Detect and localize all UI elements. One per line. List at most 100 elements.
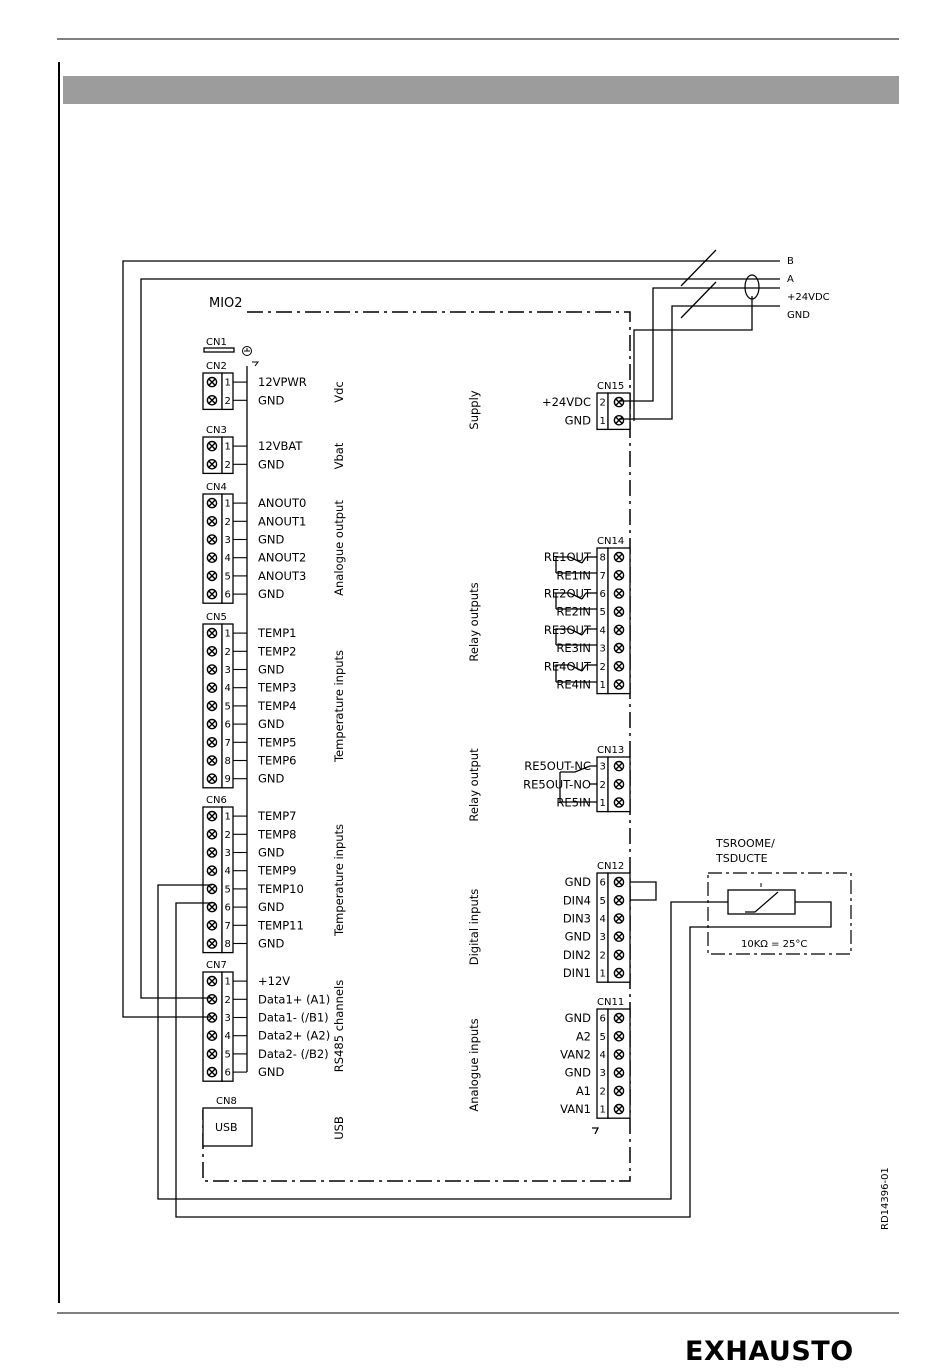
- pin-label: DIN4: [563, 893, 591, 907]
- sensor-name-line1: TSROOME/: [715, 837, 775, 850]
- external-wiring: [122, 249, 832, 1218]
- pin-number: 5: [600, 1032, 606, 1043]
- pin-number: 2: [225, 647, 231, 658]
- pin-number: 3: [600, 932, 606, 943]
- pin-number: 1: [225, 499, 231, 510]
- terminal-block: [607, 547, 631, 695]
- pin-label: Data2- (/B2): [258, 1047, 329, 1061]
- pin-label: GND: [565, 930, 592, 944]
- cn1-label: CN1: [206, 337, 227, 348]
- pin-number: 3: [225, 848, 231, 859]
- pin-number: 4: [600, 1050, 606, 1061]
- pin-number-strip: [596, 1008, 609, 1119]
- pin-label: VAN1: [560, 1102, 591, 1116]
- pin-label: GND: [258, 533, 285, 547]
- screw-terminal-icon: [206, 1066, 218, 1078]
- pin-label: TEMP2: [257, 644, 296, 658]
- pin-label: TEMP8: [257, 827, 296, 841]
- screw-terminal-icon: [206, 938, 218, 949]
- board-name: MIO2: [209, 296, 243, 311]
- pin-number-strip: [221, 971, 234, 1082]
- group-label: Analogue inputs: [467, 1018, 481, 1111]
- pin-label: GND: [258, 663, 285, 677]
- pin-label: GND: [258, 937, 285, 951]
- pin-number: 6: [225, 590, 231, 601]
- screw-terminal-icon: [613, 1103, 625, 1115]
- screw-terminal-icon: [206, 394, 218, 406]
- screw-terminal-icon: [613, 895, 625, 906]
- pin-number-strip: [221, 806, 234, 954]
- screw-terminal-icon: [613, 661, 625, 672]
- connector-name: CN4: [206, 482, 227, 493]
- cn8-label: CN8: [216, 1096, 237, 1107]
- screw-terminal-icon: [206, 627, 218, 639]
- pin-label: RE5OUT-NC: [524, 759, 591, 773]
- pin-number-strip: [221, 372, 234, 411]
- connector-cn14: CN148RE1OUT7RE1IN6RE2OUT5RE2IN4RE3OUT3RE…: [544, 536, 631, 695]
- pin-number: 4: [600, 914, 606, 925]
- pin-number: 5: [225, 571, 231, 582]
- screw-terminal-icon: [613, 414, 625, 426]
- pin-label: Data2+ (A2): [258, 1029, 330, 1043]
- pin-number: 8: [225, 939, 231, 950]
- pin-label: GND: [258, 1065, 285, 1079]
- screw-terminal-icon: [206, 664, 218, 675]
- connector-name: CN6: [206, 795, 227, 806]
- pin-label: GND: [258, 457, 285, 471]
- screw-terminal-icon: [613, 588, 625, 599]
- pin-label: ANOUT1: [258, 514, 306, 528]
- terminal-block: [202, 971, 223, 1082]
- pin-label: A2: [576, 1029, 591, 1043]
- group-label: Supply: [467, 390, 481, 429]
- pin-number: 6: [225, 903, 231, 914]
- pin-label: Data1+ (A1): [258, 992, 330, 1006]
- pin-number: 4: [600, 625, 606, 636]
- sensor-rating: 10KΩ = 25°C: [741, 939, 807, 950]
- screw-terminal-icon: [206, 718, 218, 730]
- screw-terminal-icon: [206, 865, 218, 877]
- pin-number: 9: [225, 774, 231, 785]
- screw-terminal-icon: [613, 931, 625, 943]
- screw-terminal-icon: [206, 975, 218, 987]
- screw-terminal-icon: [613, 949, 625, 961]
- pin-number: 2: [225, 396, 231, 407]
- pin-number: 4: [225, 1031, 231, 1042]
- pin-number: 6: [600, 589, 606, 600]
- group-label: USB: [332, 1116, 346, 1140]
- pin-label: TEMP10: [257, 882, 304, 896]
- screw-terminal-icon: [613, 1067, 625, 1078]
- screw-terminal-icon: [613, 642, 625, 654]
- screw-terminal-icon: [613, 760, 625, 772]
- screw-terminal-icon: [206, 497, 218, 509]
- screw-terminal-icon: [613, 1012, 625, 1024]
- screw-terminal-icon: [613, 1049, 625, 1060]
- screw-terminal-icon: [206, 588, 218, 600]
- pin-label: RE1IN: [556, 568, 591, 582]
- terminal-block: [607, 1008, 631, 1119]
- screw-terminal-icon: [613, 1085, 625, 1097]
- connector-name: CN2: [206, 361, 227, 372]
- pin-number: 7: [600, 571, 606, 582]
- group-label: Temperature inputs: [332, 650, 346, 763]
- pin-label: ANOUT2: [258, 551, 306, 565]
- screw-terminal-icon: [613, 624, 625, 636]
- sensor-name-line2: TSDUCTE: [715, 852, 768, 865]
- connector-name: CN3: [206, 425, 227, 436]
- pin-label: TEMP9: [257, 864, 296, 878]
- shield-tick: [252, 361, 259, 367]
- pin-number: 3: [225, 1013, 231, 1024]
- pin-number: 3: [225, 535, 231, 546]
- connector-name: CN7: [206, 960, 227, 971]
- usb-connector: [202, 1107, 253, 1147]
- pin-label: Data1- (/B1): [258, 1011, 329, 1025]
- pin-number: 1: [225, 442, 231, 453]
- screw-terminal-icon: [613, 679, 625, 690]
- pin-label: RE5OUT-NO: [523, 777, 591, 791]
- pin-label: TEMP5: [257, 735, 296, 749]
- pin-label: GND: [565, 875, 592, 889]
